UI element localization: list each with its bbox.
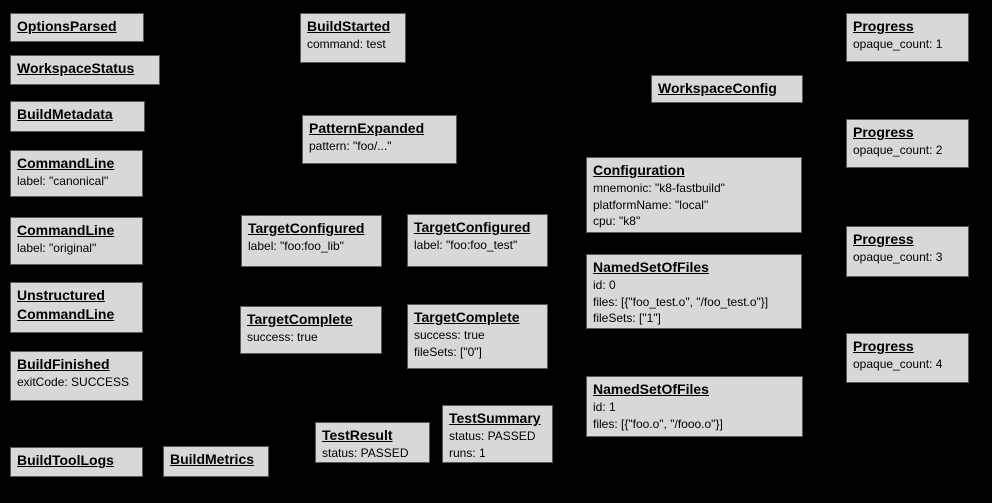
node-title: NamedSetOfFiles (593, 259, 709, 275)
node-title: OptionsParsed (17, 18, 117, 34)
node-title: CommandLine (17, 155, 115, 171)
node-options-parsed: OptionsParsed (10, 13, 144, 42)
node-field: runs: 1 (449, 445, 486, 460)
node-title: Progress (853, 124, 914, 140)
node-title: TargetConfigured (248, 220, 365, 236)
node-field: files: [{"foo.o", "/fooo.o"}] (593, 416, 723, 431)
node-field: label: "foo:foo_test" (414, 238, 518, 252)
node-target-configured-foo-lib: TargetConfigured label: "foo:foo_lib" (241, 215, 382, 267)
node-field: command: test (307, 37, 386, 51)
node-target-complete-foo-test: TargetComplete success: true fileSets: [… (407, 304, 548, 369)
node-build-metadata: BuildMetadata (10, 101, 145, 132)
node-field: status: PASSED (449, 429, 536, 443)
node-title: BuildMetadata (17, 106, 113, 122)
node-title: WorkspaceStatus (17, 60, 135, 76)
node-field: opaque_count: 3 (853, 250, 943, 264)
node-build-tool-logs: BuildToolLogs (10, 447, 143, 477)
node-title: NamedSetOfFiles (593, 381, 709, 397)
node-field: platformName: "local" (593, 197, 709, 212)
node-title: TargetComplete (247, 311, 353, 327)
node-command-line-canonical: CommandLine label: "canonical" (10, 150, 143, 197)
node-field: mnemonic: "k8-fastbuild" (593, 181, 725, 195)
node-field: files: [{"foo_test.o", "/foo_test.o"}] (593, 294, 769, 309)
node-field: success: true (414, 328, 485, 342)
node-title: TargetComplete (414, 309, 520, 325)
node-progress-4: Progress opaque_count: 4 (846, 333, 969, 383)
node-build-started: BuildStarted command: test (300, 13, 406, 63)
node-title: BuildMetrics (170, 451, 255, 467)
node-field: id: 0 (593, 278, 616, 292)
node-progress-2: Progress opaque_count: 2 (846, 119, 969, 168)
node-field: fileSets: ["1"] (593, 311, 661, 325)
node-test-result: TestResult status: PASSED (315, 422, 430, 463)
node-pattern-expanded: PatternExpanded pattern: "foo/..." (302, 115, 457, 164)
node-field: success: true (247, 330, 318, 344)
node-field: cpu: "k8" (593, 214, 641, 228)
node-title: BuildFinished (17, 356, 110, 372)
node-field: exitCode: SUCCESS (17, 375, 130, 389)
node-field: label: "foo:foo_lib" (248, 239, 344, 253)
node-command-line-original: CommandLine label: "original" (10, 217, 143, 265)
node-title: TestSummary (449, 410, 541, 426)
node-named-set-of-files-1: NamedSetOfFiles id: 1 files: [{"foo.o", … (586, 376, 803, 437)
node-build-finished: BuildFinished exitCode: SUCCESS (10, 351, 143, 401)
node-title: BuildStarted (307, 18, 391, 34)
node-test-summary: TestSummary status: PASSED runs: 1 (442, 405, 553, 463)
node-unstructured-command-line: Unstructured CommandLine (10, 282, 143, 333)
node-field: fileSets: ["0"] (414, 344, 482, 359)
node-field: opaque_count: 2 (853, 143, 943, 157)
node-target-complete-foo-lib: TargetComplete success: true (240, 306, 382, 354)
node-field: id: 1 (593, 400, 616, 414)
node-title: PatternExpanded (309, 120, 425, 136)
node-title: Progress (853, 231, 914, 247)
node-progress-3: Progress opaque_count: 3 (846, 226, 969, 277)
node-field: status: PASSED (322, 446, 409, 460)
node-named-set-of-files-0: NamedSetOfFiles id: 0 files: [{"foo_test… (586, 254, 802, 329)
node-progress-1: Progress opaque_count: 1 (846, 13, 969, 62)
node-workspace-config: WorkspaceConfig (651, 75, 803, 103)
node-workspace-status: WorkspaceStatus (10, 55, 160, 85)
node-field: label: "original" (17, 241, 97, 255)
node-title: Progress (853, 18, 914, 34)
node-title: TargetConfigured (414, 219, 531, 235)
node-field: opaque_count: 4 (853, 357, 943, 371)
node-title: WorkspaceConfig (658, 80, 777, 96)
node-field: opaque_count: 1 (853, 37, 943, 51)
node-title: BuildToolLogs (17, 452, 114, 468)
node-title: Configuration (593, 162, 685, 178)
node-target-configured-foo-test: TargetConfigured label: "foo:foo_test" (407, 214, 548, 267)
node-title: CommandLine (17, 222, 115, 238)
node-field: pattern: "foo/..." (309, 139, 392, 153)
node-title: Unstructured CommandLine (17, 287, 115, 322)
node-configuration: Configuration mnemonic: "k8-fastbuild" p… (586, 157, 802, 233)
node-title: TestResult (322, 427, 393, 443)
node-build-metrics: BuildMetrics (163, 446, 269, 477)
node-field: label: "canonical" (17, 174, 109, 188)
node-title: Progress (853, 338, 914, 354)
